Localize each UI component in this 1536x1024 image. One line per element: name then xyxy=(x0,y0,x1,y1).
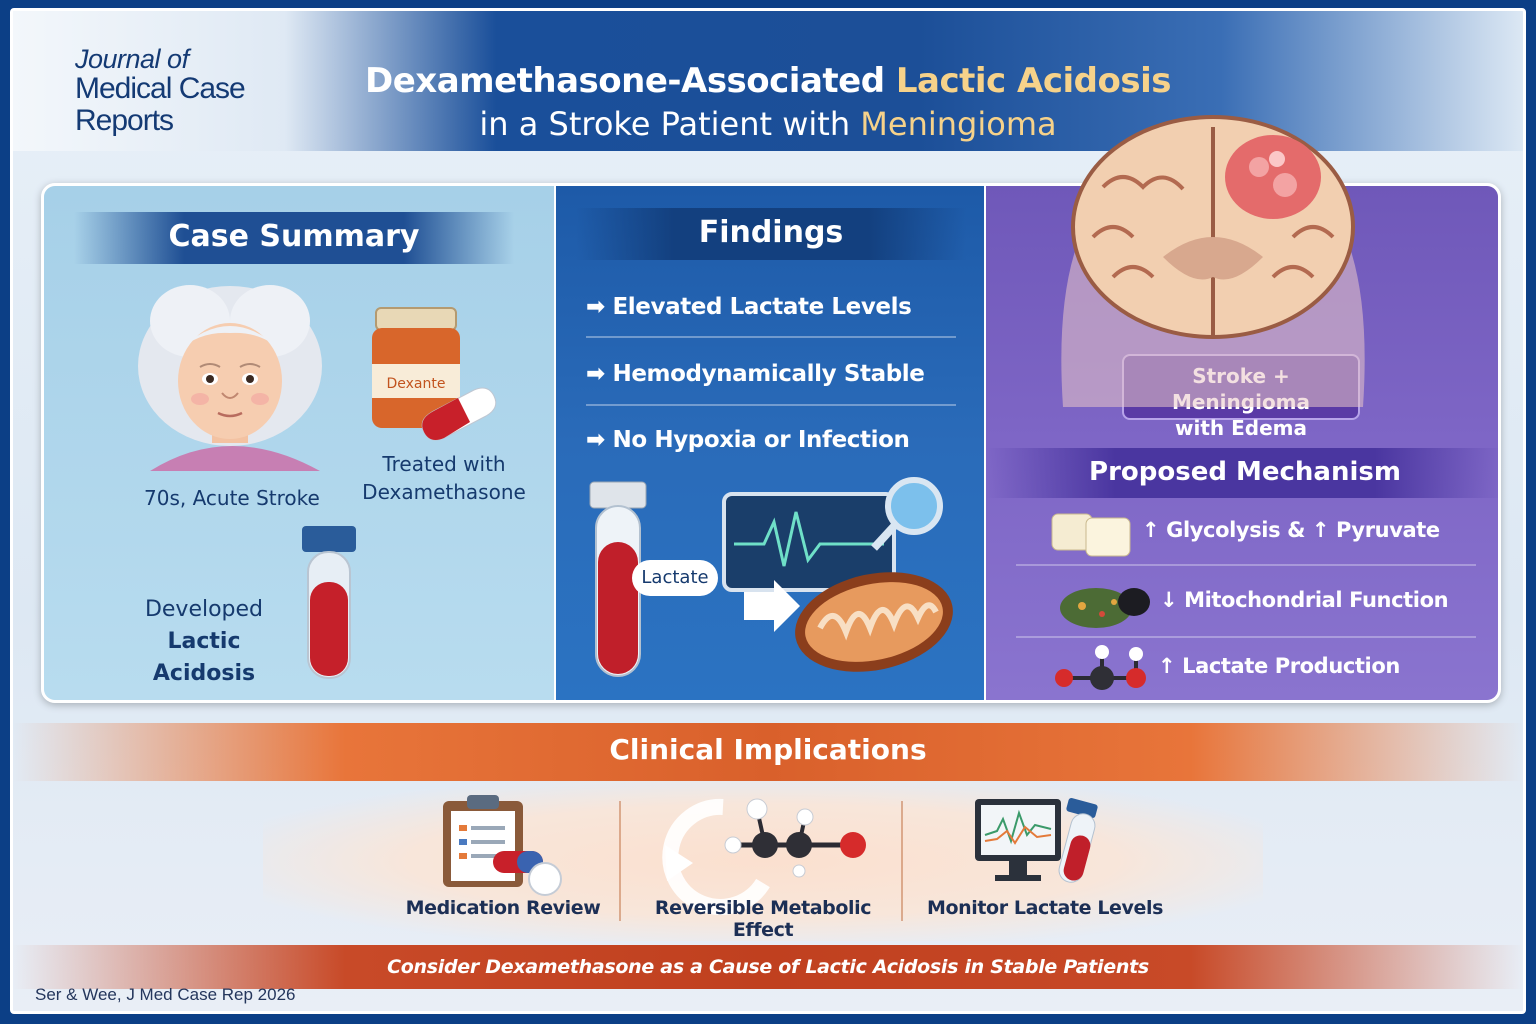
treated-line2: Dexamethasone xyxy=(362,480,526,504)
bottom-message-band xyxy=(13,945,1523,989)
developed-line2: Lactic Acidosis xyxy=(152,629,256,686)
mechanism-divider xyxy=(1016,564,1476,566)
clinical-implications-band xyxy=(13,723,1523,781)
clinical-item-2: Reversible Metabolic Effect xyxy=(654,897,872,941)
mechanism-divider xyxy=(1016,636,1476,638)
elderly-woman-icon xyxy=(138,285,322,471)
bottom-message: Consider Dexamethasone as a Cause of Lac… xyxy=(387,956,1149,978)
clinical-divider xyxy=(901,801,903,921)
clipboard-pills-icon xyxy=(443,795,562,896)
glucose-cubes-icon xyxy=(1051,513,1131,557)
title-part1: Dexamethasone-Associated xyxy=(364,61,896,101)
findings-heading: Findings xyxy=(698,215,844,250)
reversible-molecule-icon xyxy=(662,798,866,915)
treated-line1: Treated with xyxy=(382,452,506,476)
monitor-tube-icon xyxy=(975,798,1098,883)
brain-meningioma-icon xyxy=(1061,115,1365,407)
findings-heading-band xyxy=(576,208,966,260)
mechanism-item-2: ↓ Mitochondrial Function xyxy=(1160,588,1449,612)
clinical-implications-heading: Clinical Implications xyxy=(609,733,927,766)
journal-logo: Journal of Medical Case Reports xyxy=(75,44,246,137)
arrow-right-icon: ➡ xyxy=(586,361,613,387)
lactate-molecule-icon xyxy=(1055,645,1146,690)
citation: Ser & Wee, J Med Case Rep 2026 xyxy=(35,985,296,1004)
mechanism-item-1: ↑ Glycolysis & ↑ Pyruvate xyxy=(1142,518,1440,542)
developed-text: Developed Lactic Acidosis xyxy=(114,594,294,690)
treated-text: Treated with Dexamethasone xyxy=(344,450,544,506)
lactate-tag: Lactate xyxy=(632,560,718,596)
clinical-item-1: Medication Review xyxy=(405,897,601,919)
case-summary-panel: Case Summary 70s, A xyxy=(44,186,556,700)
finding-item-3: ➡ No Hypoxia or Infection xyxy=(586,427,910,453)
damaged-mitochondria-icon xyxy=(1060,588,1150,628)
finding-item-1: ➡ Elevated Lactate Levels xyxy=(586,294,912,320)
title-part2: in a Stroke Patient with xyxy=(479,105,861,143)
journal-line3: Reports xyxy=(75,103,174,137)
finding-divider xyxy=(586,336,956,338)
title-highlight1: Lactic Acidosis xyxy=(895,61,1172,101)
arrow-right-icon: ➡ xyxy=(586,427,613,453)
journal-line2: Medical Case xyxy=(75,72,246,106)
case-summary-heading: Case Summary xyxy=(168,219,420,254)
infographic-frame: Journal of Medical Case Reports Dexameth… xyxy=(10,8,1526,1014)
clinical-divider xyxy=(619,801,621,921)
title-highlight2: Meningioma xyxy=(860,105,1057,143)
journal-line1: Journal of xyxy=(75,44,189,74)
mechanism-item-3: ↑ Lactate Production xyxy=(1158,654,1400,678)
mechanism-heading: Proposed Mechanism xyxy=(1089,457,1401,487)
blood-tube-icon xyxy=(302,526,356,679)
badge-line2: with Edema xyxy=(1175,416,1307,440)
arrow-right-icon: ➡ xyxy=(586,294,613,320)
finding-item-2: ➡ Hemodynamically Stable xyxy=(586,361,925,387)
page-title: Dexamethasone-Associated Lactic Acidosis… xyxy=(313,61,1223,143)
clinical-item-3: Monitor Lactate Levels xyxy=(926,897,1164,919)
pill-bottle-icon xyxy=(372,307,497,441)
bottle-label: Dexante xyxy=(386,376,446,392)
mechanism-heading-band xyxy=(986,448,1498,498)
case-summary-heading-band xyxy=(74,212,514,264)
lactate-illustration xyxy=(589,477,953,677)
findings-panel: Findings ➡ Elevated Lactate Levels ➡ Hem… xyxy=(556,186,986,700)
patient-label: 70s, Acute Stroke xyxy=(144,486,320,510)
developed-line1: Developed xyxy=(144,597,264,622)
finding-divider xyxy=(586,404,956,406)
